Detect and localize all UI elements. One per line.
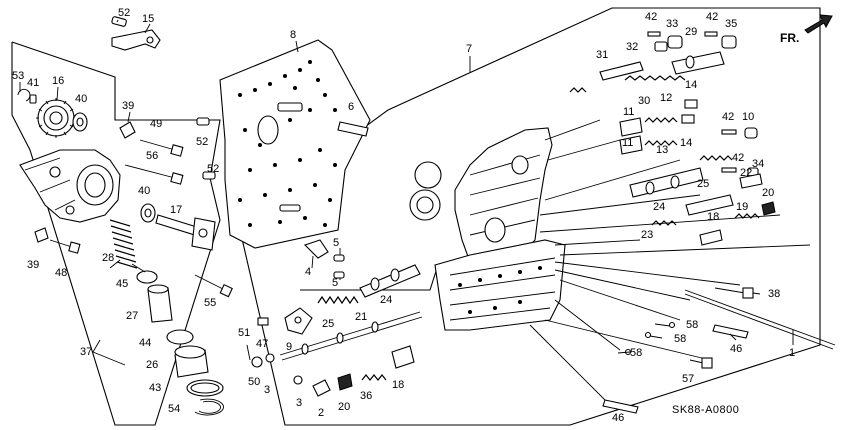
callout-58: 58	[630, 347, 642, 359]
front-label: FR.	[780, 31, 799, 45]
callout-47: 47	[256, 338, 268, 350]
callout-25: 25	[322, 318, 334, 330]
callout-4: 4	[305, 266, 311, 278]
callout-33: 33	[666, 18, 678, 30]
callout-10: 10	[742, 111, 754, 123]
callout-5: 5	[332, 277, 338, 289]
callout-48: 48	[55, 267, 67, 279]
pump-group	[17, 16, 233, 416]
callout-29: 29	[685, 26, 697, 38]
callout-40: 40	[75, 93, 87, 105]
callout-36: 36	[360, 390, 372, 402]
callout-11: 11	[622, 137, 633, 149]
callout-3: 3	[264, 384, 270, 396]
callout-9: 9	[286, 341, 292, 353]
callout-34: 34	[752, 158, 764, 170]
separator-plate	[196, 39, 371, 249]
callout-53: 53	[12, 70, 24, 82]
callout-58: 58	[674, 333, 686, 345]
callout-14: 14	[680, 137, 692, 149]
callout-39: 39	[122, 100, 134, 112]
callout-7: 7	[466, 43, 472, 55]
callout-50: 50	[248, 376, 260, 388]
callout-39: 39	[27, 259, 39, 271]
callout-8: 8	[290, 29, 296, 41]
callout-52: 52	[207, 163, 219, 175]
callout-12: 12	[660, 92, 672, 104]
callout-labels: 52 15 8 7 53 41 16 40 39 49 56 52 52 6 4…	[12, 7, 795, 424]
callout-3: 3	[296, 397, 302, 409]
callout-42: 42	[645, 11, 657, 23]
callout-42: 42	[732, 152, 744, 164]
callout-2: 2	[318, 407, 324, 419]
callout-20: 20	[338, 401, 350, 413]
leader-lines	[19, 19, 794, 366]
callout-22: 22	[740, 167, 752, 179]
callout-43: 43	[149, 382, 161, 394]
callout-42: 42	[706, 11, 718, 23]
callout-46: 46	[730, 343, 742, 355]
callout-6: 6	[348, 101, 354, 113]
callout-13: 13	[656, 144, 668, 156]
callout-18: 18	[707, 211, 719, 223]
callout-52: 52	[196, 136, 208, 148]
front-orientation-mark: FR.	[780, 14, 833, 45]
callout-38: 38	[768, 288, 780, 300]
callout-54: 54	[168, 403, 180, 415]
lower-center-parts	[246, 239, 423, 397]
diagram-code: SK88-A0800	[672, 404, 739, 416]
callout-30: 30	[638, 95, 650, 107]
callout-15: 15	[142, 13, 154, 25]
callout-41: 41	[27, 77, 39, 89]
callout-14: 14	[685, 79, 697, 91]
callout-5: 5	[333, 237, 339, 249]
callout-51: 51	[238, 327, 250, 339]
callout-42: 42	[722, 111, 734, 123]
callout-24: 24	[653, 201, 665, 213]
callout-19: 19	[736, 201, 748, 213]
callout-24: 24	[380, 294, 392, 306]
callout-20: 20	[762, 187, 774, 199]
callout-18: 18	[392, 379, 404, 391]
callout-45: 45	[116, 278, 128, 290]
callout-55: 55	[204, 297, 216, 309]
callout-26: 26	[146, 359, 158, 371]
callout-17: 17	[170, 204, 182, 216]
callout-27: 27	[126, 310, 138, 322]
valve-body	[409, 119, 811, 406]
callout-23: 23	[641, 229, 653, 241]
callout-58: 58	[686, 319, 698, 331]
callout-56: 56	[146, 150, 158, 162]
callout-31: 31	[596, 49, 608, 61]
right-valves	[569, 31, 836, 414]
callout-40: 40	[138, 185, 150, 197]
callout-46: 46	[612, 412, 624, 424]
callout-35: 35	[725, 18, 737, 30]
callout-49: 49	[150, 118, 162, 130]
callout-57: 57	[682, 373, 694, 385]
callout-28: 28	[102, 252, 114, 264]
callout-1: 1	[789, 347, 795, 359]
callout-25: 25	[697, 178, 709, 190]
callout-32: 32	[626, 41, 638, 53]
callout-52: 52	[118, 7, 130, 19]
callout-11: 11	[623, 106, 634, 118]
callout-37: 37	[80, 346, 92, 358]
callout-16: 16	[52, 75, 64, 87]
callout-21: 21	[355, 311, 367, 323]
callout-44: 44	[139, 337, 151, 349]
